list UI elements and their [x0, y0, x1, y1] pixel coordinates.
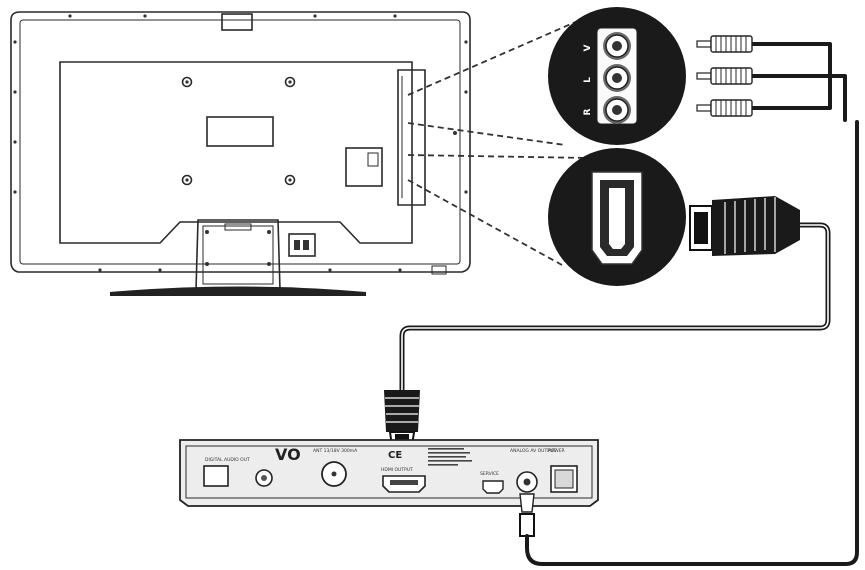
av-cable — [519, 120, 859, 566]
rca-label-r: R — [583, 108, 593, 115]
tv-label-plate — [206, 116, 274, 147]
label-hdmi-output: HDMI OUTPUT — [381, 467, 413, 473]
rca-label-l: L — [583, 77, 593, 83]
rca-plug-1 — [696, 35, 753, 53]
hdmi-cable — [384, 196, 831, 447]
hdmi-plug-receiver — [384, 390, 420, 447]
label-analog-output: ANALOG AV OUTPUT — [510, 448, 556, 454]
tv-side-connector-strip — [397, 69, 426, 206]
rca-label-v: V — [583, 44, 593, 51]
tv-power-socket — [288, 233, 316, 257]
rca-jack-bottom — [603, 96, 631, 124]
service-usb-port — [482, 480, 504, 494]
spec-text-block — [428, 448, 472, 466]
tv-inner-frame — [19, 19, 461, 265]
tv-stand-base — [110, 286, 366, 296]
receiver-rear-panel: DIGITAL AUDIO OUT VO ANT 13/18V 300mA CE… — [179, 439, 599, 507]
rca-jack-top — [603, 32, 631, 60]
tv-rear-view — [10, 11, 471, 296]
rca-jack-middle — [603, 64, 631, 92]
label-digital-audio-out: DIGITAL AUDIO OUT — [205, 457, 250, 463]
label-power: POWER — [548, 448, 565, 454]
rca-panel-labels: V L R — [583, 44, 593, 115]
rca-plug-2 — [696, 67, 753, 85]
rca-zoom-circle: V L R — [548, 7, 686, 145]
receiver-logo: VO — [275, 445, 301, 464]
hdmi-zoom-circle — [548, 148, 686, 286]
tv-top-clip — [221, 13, 253, 31]
tv-back-panel — [59, 61, 413, 244]
rca-cable — [696, 35, 847, 122]
vesa-holes — [181, 76, 296, 186]
zoom-leader-lines — [407, 19, 591, 266]
label-antenna: ANT 13/18V 300mA — [313, 448, 358, 454]
optical-port — [203, 465, 229, 487]
rca-plug-3 — [696, 99, 753, 117]
hdmi-plug-tv — [689, 196, 800, 256]
tv-frame-screws — [13, 14, 468, 194]
tv-outer-frame — [10, 11, 471, 273]
tv-side-connector-block — [345, 147, 383, 187]
label-service: SERVICE — [480, 471, 499, 477]
ce-mark: CE — [388, 450, 402, 461]
tv-hdmi-port-small — [367, 152, 379, 167]
